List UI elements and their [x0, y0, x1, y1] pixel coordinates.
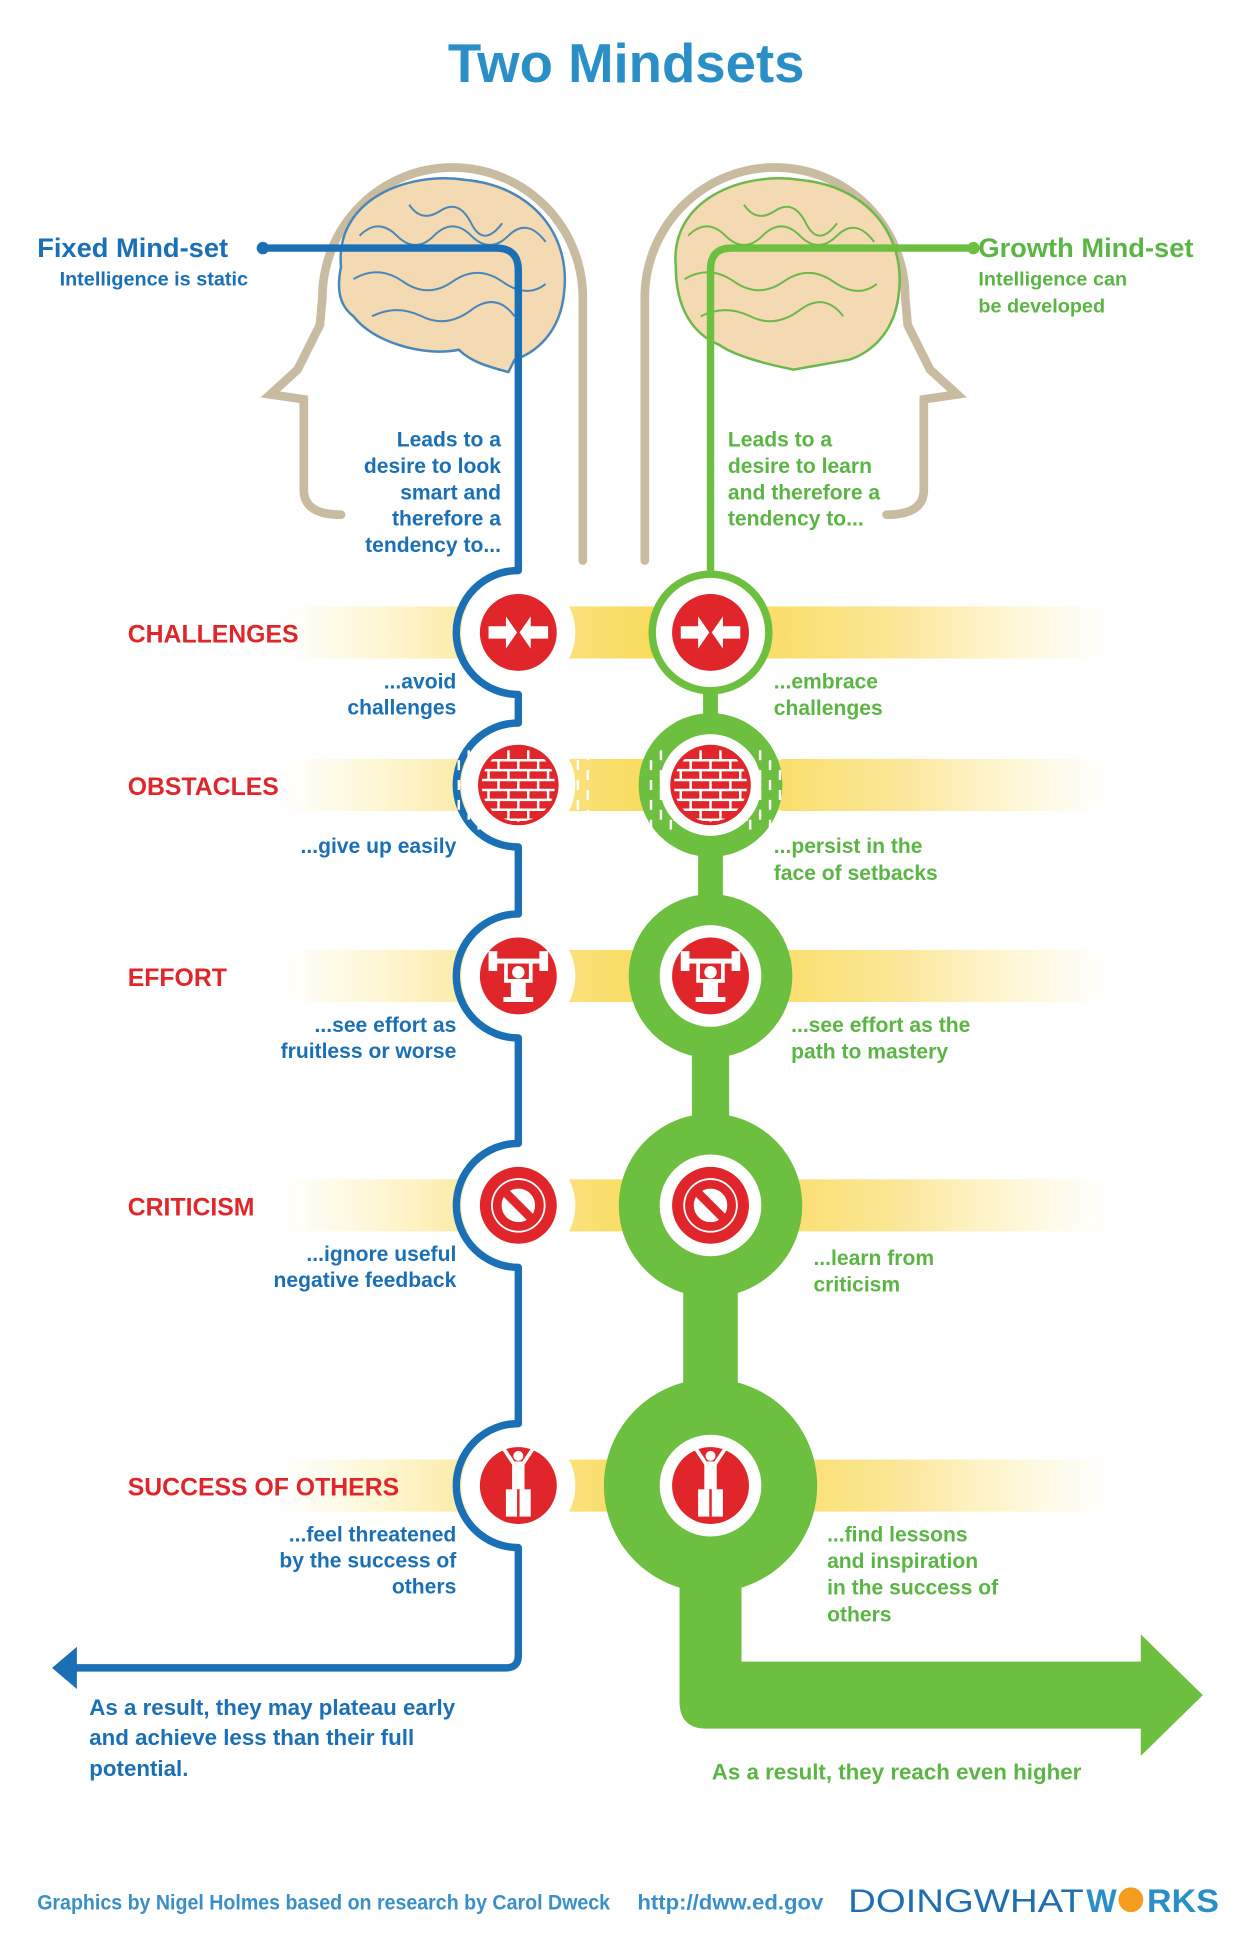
growth-response-line: others [827, 1603, 891, 1626]
fixed-response-line: ...see effort as [315, 1014, 457, 1037]
growth-heading: Growth Mind-set [978, 232, 1193, 263]
brick-wall-icon [457, 744, 589, 830]
fixed-leads-line: desire to look [364, 455, 501, 478]
fixed-response-line: challenges [347, 696, 456, 719]
footer-url[interactable]: http://dww.ed.gov [637, 1892, 823, 1915]
leads-to-text: Leads to a desire to look smart and therefo… [364, 428, 881, 557]
prohibited-icon [672, 1166, 749, 1244]
fixed-arrowhead-icon [52, 1646, 77, 1689]
growth-subheading-line: Intelligence can [978, 268, 1127, 290]
growth-arrow [679, 1485, 1203, 1756]
svg-text:W: W [1086, 1883, 1117, 1919]
fixed-node [461, 918, 576, 1033]
growth-node [603, 1378, 818, 1593]
weightlifter-icon [479, 937, 557, 1015]
growth-node [628, 894, 793, 1058]
growth-response-line: face of setbacks [774, 862, 938, 885]
growth-response-line: ...learn from [813, 1247, 934, 1270]
category-label: CRITICISM [128, 1194, 255, 1221]
svg-text:RKS: RKS [1147, 1883, 1219, 1919]
fixed-node [461, 1428, 576, 1543]
growth-response-line: challenges [774, 697, 883, 720]
fixed-mindset-path [52, 241, 523, 1689]
fixed-response-line: ...give up easily [301, 835, 457, 858]
growth-response-line: and inspiration [827, 1550, 978, 1573]
brick-wall-icon [649, 744, 782, 830]
growth-leads-line: tendency to... [728, 508, 864, 531]
growth-head-outline [640, 163, 967, 565]
growth-brain-icon [674, 177, 901, 371]
category-label: CHALLENGES [128, 621, 299, 648]
fixed-leads-line: Leads to a [397, 428, 502, 451]
weightlifter-icon [672, 937, 749, 1015]
doingwhatworks-logo: DOINGWHAT W RKS [848, 1883, 1219, 1919]
category-label: SUCCESS OF OTHERS [128, 1475, 399, 1502]
page-title: Two Mindsets [448, 33, 805, 94]
fixed-head-outline [260, 163, 588, 565]
fixed-result-line: potential. [89, 1756, 188, 1781]
opposing-arrows-icon [672, 594, 749, 671]
winner-podium-icon [479, 1447, 557, 1525]
growth-leads-line: desire to learn [728, 455, 872, 478]
opposing-arrows-icon [479, 594, 557, 671]
growth-leads-line: and therefore a [728, 481, 881, 504]
row-icons [457, 570, 818, 1593]
row-text: CHALLENGES ...avoid challenges ...embrace ch… [128, 621, 999, 1626]
fixed-response-line: ...ignore useful [306, 1243, 456, 1266]
fixed-subheading: Intelligence is static [60, 268, 248, 290]
growth-response-line: ...persist in the [774, 835, 923, 858]
fixed-leads-line: therefore a [392, 508, 501, 531]
fixed-node [457, 727, 589, 843]
growth-response-line: ...see effort as the [791, 1014, 970, 1037]
growth-response-line: ...find lessons [827, 1523, 968, 1546]
growth-result: As a result, they reach even higher [712, 1759, 1082, 1784]
fixed-response-line: ...feel threatened [289, 1523, 457, 1546]
fixed-response-line: others [392, 1575, 456, 1598]
category-label: EFFORT [128, 965, 227, 992]
growth-leads-line: Leads to a [728, 428, 833, 451]
fixed-node [461, 1148, 576, 1263]
growth-node [648, 570, 773, 695]
fixed-response-line: fruitless or worse [281, 1040, 457, 1063]
fixed-response-line: by the success of [279, 1549, 457, 1572]
fixed-response-line: negative feedback [274, 1269, 457, 1292]
prohibited-icon [479, 1166, 557, 1244]
fixed-heading: Fixed Mind-set [37, 232, 228, 263]
fixed-result-line: and achieve less than their full [89, 1725, 414, 1750]
fixed-leads-line: smart and [400, 481, 501, 504]
growth-node [618, 1113, 803, 1298]
growth-response-line: criticism [813, 1274, 900, 1297]
growth-response-line: in the success of [827, 1577, 999, 1600]
growth-node [638, 713, 783, 857]
fixed-brain-icon [337, 177, 567, 374]
fixed-node [461, 575, 576, 690]
growth-response-line: path to mastery [791, 1040, 948, 1063]
fixed-result-line: As a result, they may plateau early [89, 1695, 455, 1720]
footer-credit: Graphics by Nigel Holmes based on resear… [37, 1892, 610, 1915]
fixed-response-line: ...avoid [384, 670, 457, 693]
category-label: OBSTACLES [128, 774, 279, 801]
fixed-leads-line: tendency to... [365, 534, 501, 557]
winner-podium-icon [672, 1447, 749, 1525]
growth-response-line: ...embrace [774, 670, 878, 693]
growth-subheading-line: be developed [978, 296, 1105, 318]
svg-text:DOINGWHAT: DOINGWHAT [848, 1883, 1084, 1919]
